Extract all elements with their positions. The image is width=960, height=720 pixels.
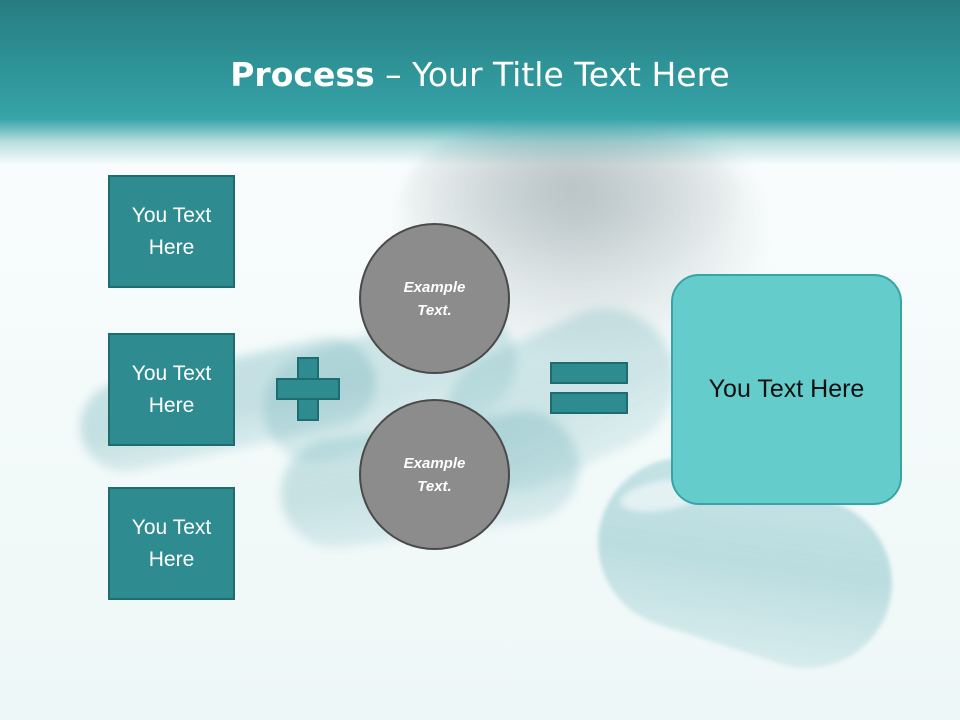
text-box-3[interactable]: You Text Here: [108, 487, 235, 600]
header-band: Process – Your Title Text Here: [0, 0, 960, 165]
result-box[interactable]: You Text Here: [671, 274, 902, 505]
circle-label: Example Text.: [403, 278, 466, 319]
example-circle-2[interactable]: Example Text.: [359, 399, 510, 550]
text-box-label: You Text Here: [131, 515, 212, 571]
title-rest-part: – Your Title Text Here: [374, 55, 730, 94]
text-box-label: You Text Here: [131, 361, 212, 417]
text-box-2[interactable]: You Text Here: [108, 333, 235, 446]
equals-icon-bottom-bar[interactable]: [550, 392, 628, 414]
text-box-1[interactable]: You Text Here: [108, 175, 235, 288]
text-box-label: You Text Here: [131, 203, 212, 259]
example-circle-1[interactable]: Example Text.: [359, 223, 510, 374]
title-bold-part: Process: [230, 55, 375, 94]
plus-icon[interactable]: [276, 357, 340, 421]
slide-title[interactable]: Process – Your Title Text Here: [0, 50, 960, 100]
circle-label: Example Text.: [403, 454, 466, 495]
result-label: You Text Here: [708, 375, 865, 403]
equals-icon-top-bar[interactable]: [550, 362, 628, 384]
